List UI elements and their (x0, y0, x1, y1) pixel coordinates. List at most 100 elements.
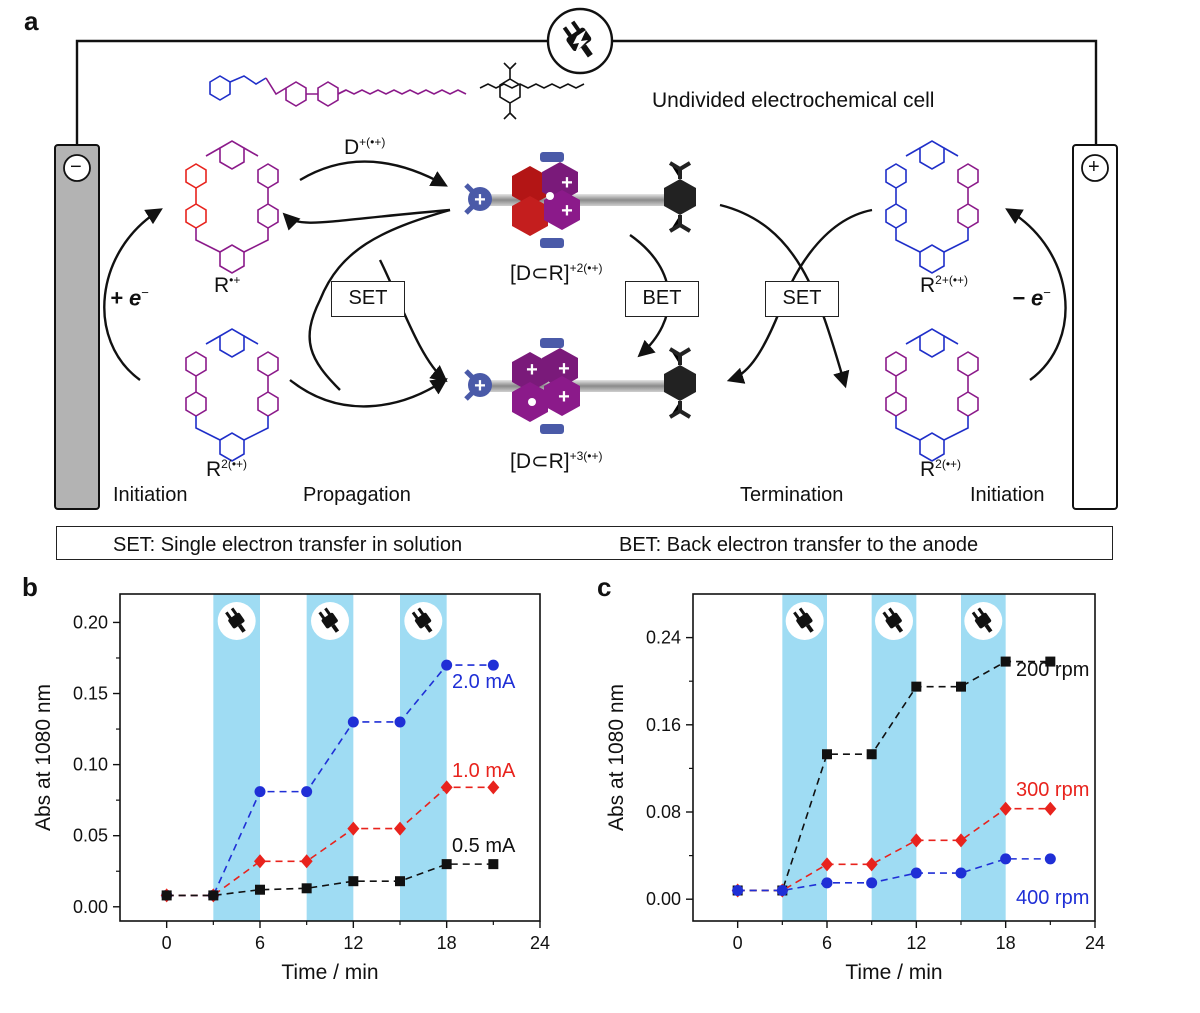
chart-b-xtick-label-1: 6 (255, 933, 265, 953)
anode (1072, 144, 1118, 510)
abbreviation-legend: SET: Single electron transfer in solutio… (56, 526, 1113, 560)
species-r2-right-base: R (920, 458, 936, 481)
cyclophane-r2-right (885, 328, 979, 462)
reduction-arrow-label: + e− (110, 286, 149, 309)
chart-c-point-2-6 (1000, 853, 1012, 865)
chart-b-plug-icon-2-body (414, 612, 432, 629)
chart-c-plug-icon-2-prong-b (977, 607, 985, 616)
chart-c-point-1-4 (910, 833, 923, 848)
complex-bottom-label-base: [D⊂R] (510, 450, 570, 473)
chart-b-ytick-label-0: 0.00 (73, 897, 108, 917)
chart-b-stimulus-band-1 (306, 594, 354, 921)
chart-c-series-label-2: 400 rpm (1016, 887, 1089, 909)
donor-label-sup: +(•+) (359, 135, 386, 149)
chart-b-plug-icon-0-shape (225, 607, 246, 633)
cyclophane-r-radical (185, 140, 279, 274)
chart-c-stimulus-band-1 (871, 594, 917, 921)
oxidation-text: − e (1012, 285, 1044, 311)
chart-b-xtick-label-2: 12 (343, 933, 363, 953)
chart-b-plug-icon-0 (217, 602, 256, 640)
chart-b-ytick-label-1: 0.05 (73, 826, 108, 846)
chart-b-plug-icon-1-shape (318, 607, 340, 633)
chart-c-plug-icon-1-prong-b (888, 607, 896, 616)
complex-bottom-label: [D⊂R]+3(•+) (510, 450, 603, 472)
chart-c-plug-icon-1-shape (882, 607, 904, 633)
chart-b-plug-icon-1-cord (331, 623, 340, 633)
chart-b-xtick-label-0: 0 (162, 933, 172, 953)
chart-c-point-0-4 (911, 681, 922, 692)
chart-c-plug-icon-0-shape (793, 607, 814, 633)
complex-top-label: [D⊂R]+2(•+) (510, 262, 603, 284)
donor-label-base: D (344, 136, 360, 159)
chart-c-plug-icon-0-prong-a (793, 611, 801, 620)
chart-c-stimulus-band-2 (961, 594, 1006, 921)
chart-c-plug-icon-1-cord (895, 623, 904, 633)
chart-c-ytick-label-0: 0.00 (646, 889, 681, 909)
chart-c-point-2-0 (732, 884, 744, 896)
cyclophane-r2-left (185, 328, 279, 462)
svg-text:+: + (561, 200, 573, 222)
chart-b-point-0-4 (347, 716, 359, 728)
chart-b-plug-icon-0-prong-b (230, 607, 238, 616)
species-r2plus: R2+(•+) (920, 274, 968, 296)
chart-b-plug-icon-2 (404, 602, 443, 640)
complex-bottom-label-sup: +3(•+) (569, 449, 603, 463)
cathode-sign: − (70, 156, 82, 178)
stage-initiation-right: Initiation (970, 484, 1045, 506)
oxidation-sup: − (1043, 285, 1051, 300)
svg-text:+: + (561, 172, 573, 194)
panel-a-label: a (24, 6, 39, 36)
chart-c-point-2-7 (1044, 853, 1056, 865)
chart-c-xtick-label-4: 24 (1085, 933, 1105, 953)
set-left-box: SET (331, 281, 405, 317)
complex-top-label-base: [D⊂R] (510, 262, 570, 285)
anode-sign-circle (1081, 154, 1109, 182)
donor-label: D+(•+) (344, 136, 385, 158)
cathode (54, 144, 100, 510)
chart-b-point-2-3 (301, 883, 312, 894)
chart-b-ytick-label-2: 0.10 (73, 755, 108, 775)
species-r2-right: R2(•+) (920, 458, 961, 480)
chart-b-plug-icon-2-prong-a (411, 611, 419, 620)
cell-label: Undivided electrochemical cell (652, 89, 935, 112)
chart-c-plug-icon-0-body (796, 612, 813, 629)
chart-b-plug-icon-1-prong-b (324, 607, 332, 616)
chart-b-point-2-2 (255, 884, 265, 895)
circuit-wire (75, 39, 1098, 145)
species-r2-left: R2(•+) (206, 458, 247, 480)
chart-c-point-2-4 (910, 867, 922, 879)
chart-c-plug-icon-0-prong-b (798, 607, 806, 616)
chart-b-point-2-4 (348, 876, 359, 887)
chart-b-series-label-0: 2.0 mA (452, 671, 516, 693)
chart-c-point-0-6 (1000, 656, 1011, 667)
chart-b-series-label-1: 1.0 mA (452, 760, 516, 782)
chart-c-point-0-2 (822, 749, 832, 760)
chart-b-plug-icon-0-cord (237, 623, 246, 633)
chart-b-point-1-5 (394, 821, 406, 836)
chart-c-xtick-label-2: 12 (906, 933, 926, 953)
chart-b-series-line-1 (166, 786, 494, 897)
chart-c-ytick-label-3: 0.24 (646, 628, 681, 648)
svg-text:+: + (474, 189, 486, 211)
chart-c-plug-icon-2-body (974, 612, 992, 629)
chart-b-point-2-6 (441, 859, 452, 870)
donor-molecule (209, 62, 585, 120)
chart-c-point-2-2 (821, 877, 833, 889)
chart-c-stimulus-band-0 (782, 594, 827, 921)
power-plug-icon (546, 7, 614, 75)
chart-b-plug-icon-1-body (321, 612, 338, 629)
chart-c-plug-icon-0 (785, 602, 824, 640)
chart-c-plug-icon-2 (964, 602, 1003, 640)
chart-c-ytick-label-2: 0.16 (646, 715, 681, 735)
chart-b-point-0-3 (301, 786, 313, 798)
chart-c-xtick-label-0: 0 (733, 933, 743, 953)
chart-b-point-0-6 (441, 659, 453, 671)
chart-c-plug-icon-1 (875, 602, 913, 640)
chart-b-point-0-7 (487, 659, 499, 671)
species-r-radical-sup: •+ (229, 273, 241, 287)
chart-b-frame (119, 593, 541, 922)
species-r2-right-sup: 2(•+) (935, 457, 962, 471)
chart-b-xtick-label-3: 18 (437, 933, 457, 953)
